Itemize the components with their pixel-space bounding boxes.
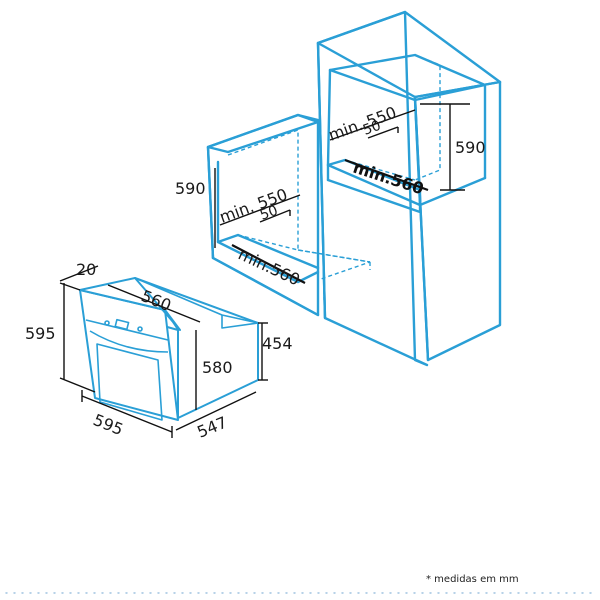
under-gap-label: 50 xyxy=(258,203,280,224)
oven-door-window xyxy=(96,343,163,421)
oven-panel-label: 20 xyxy=(76,260,96,279)
oven-body-height-label: 454 xyxy=(262,334,293,353)
tall-gap-label: 50 xyxy=(361,118,383,139)
oven-top-edge xyxy=(79,277,181,331)
oven-height-label: 595 xyxy=(25,324,56,343)
measurements-note: * medidas em mm xyxy=(426,574,519,585)
tall-height-label: 590 xyxy=(455,138,486,157)
oven-handle-icon xyxy=(89,330,169,353)
tall-cabinet xyxy=(316,10,502,367)
tall-niche-hidden-edges xyxy=(414,54,441,181)
oven-knob-icon xyxy=(137,326,143,332)
under-niche-outline xyxy=(216,160,320,284)
oven-knob-icon xyxy=(104,320,110,326)
oven-body-depth-label: 547 xyxy=(194,413,229,442)
under-height-label: 590 xyxy=(175,179,206,198)
under-cabinet xyxy=(206,113,371,317)
under-cabinet-top xyxy=(206,113,320,154)
oven-side-height-label: 580 xyxy=(202,358,233,377)
dimension-lines xyxy=(59,103,470,438)
oven-width-label: 595 xyxy=(91,410,126,439)
oven-display-icon xyxy=(114,318,130,331)
tall-cabinet-side xyxy=(413,80,502,362)
under-niche-hidden-top xyxy=(227,129,299,250)
